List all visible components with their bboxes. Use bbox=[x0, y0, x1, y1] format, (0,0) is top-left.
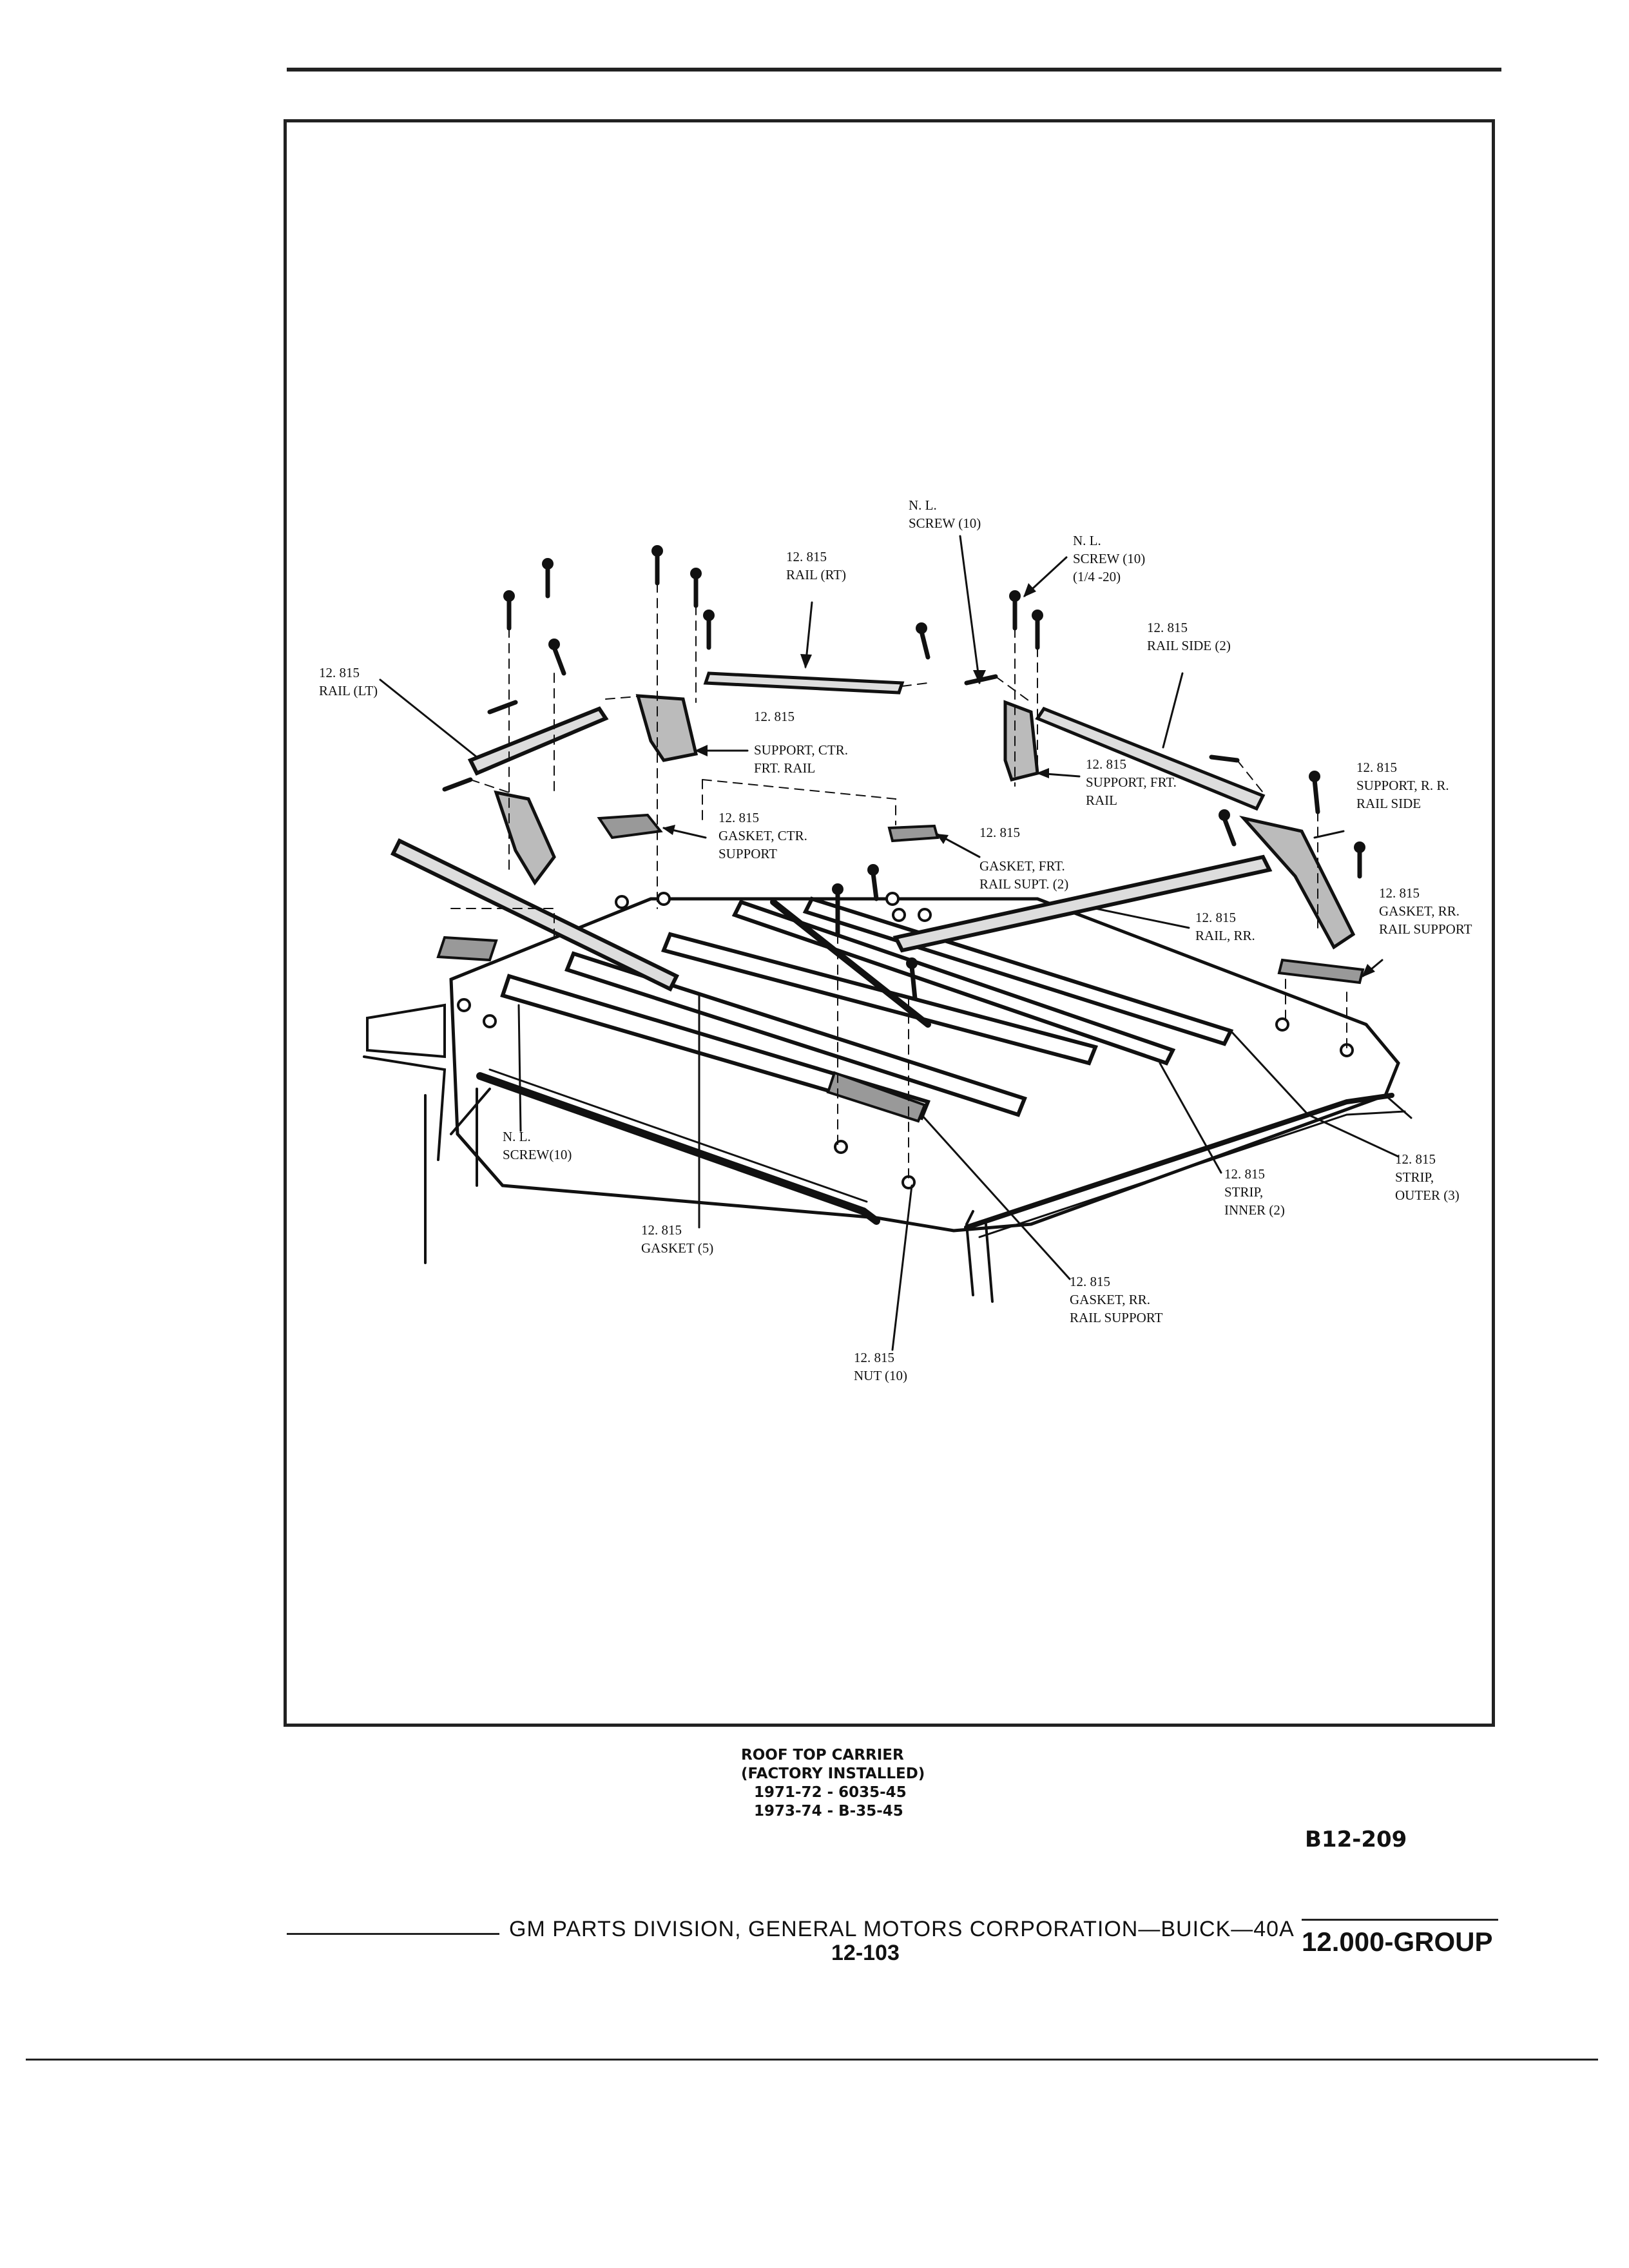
diagram-frame bbox=[284, 119, 1495, 1727]
figure-caption: ROOF TOP CARRIER (FACTORY INSTALLED) 197… bbox=[741, 1746, 1063, 1821]
roof-strips bbox=[500, 896, 1234, 1120]
gasket-rr-right bbox=[1277, 958, 1365, 985]
footer-right-rule bbox=[1302, 1919, 1498, 1921]
footer-left-rule bbox=[287, 1933, 499, 1935]
label-gasket-frt: GASKET, FRT.RAIL SUPT. (2) bbox=[979, 858, 1069, 892]
body-side-left bbox=[363, 1003, 491, 1264]
caption-years-1: 1971-72 - 6035-45 bbox=[754, 1784, 907, 1801]
support-frt bbox=[1003, 700, 1039, 782]
gasket-ctr bbox=[597, 813, 663, 840]
label-support-ctr-number: 12. 815 bbox=[754, 709, 795, 724]
support-left bbox=[494, 790, 556, 886]
rail-side-left bbox=[390, 838, 680, 992]
rail-side-right bbox=[1035, 706, 1266, 811]
label-nl-screw-top: N. L.SCREW (10) bbox=[909, 497, 981, 531]
label-nl-screw-quarter: N. L.SCREW (10)(1/4 -20) bbox=[1073, 533, 1146, 584]
rail-rr bbox=[892, 854, 1273, 953]
caption-years-2: 1973-74 - B-35-45 bbox=[754, 1803, 903, 1820]
gasket-rr-bottom bbox=[826, 1071, 927, 1123]
top-rule bbox=[287, 68, 1501, 72]
gasket-frt bbox=[887, 824, 940, 843]
footer-company: GM PARTS DIVISION, GENERAL MOTORS CORPOR… bbox=[509, 1917, 1295, 1941]
label-support-ctr: SUPPORT, CTR.FRT. RAIL bbox=[754, 742, 848, 776]
caption-title: ROOF TOP CARRIER bbox=[741, 1747, 904, 1763]
figure-code: B12-209 bbox=[1305, 1827, 1407, 1852]
drip-molding-left bbox=[476, 1072, 880, 1225]
page-number: 12-103 bbox=[831, 1941, 900, 1965]
rail-rr-diagonal bbox=[770, 899, 931, 1028]
support-ctr bbox=[635, 694, 699, 762]
label-gasket-frt-number: 12. 815 bbox=[979, 825, 1020, 840]
group-number: 12.000-GROUP bbox=[1302, 1927, 1493, 1957]
support-rr bbox=[1239, 815, 1356, 950]
gasket-left bbox=[436, 936, 498, 962]
roof-panel bbox=[449, 897, 1400, 1233]
rail-lt bbox=[467, 706, 609, 776]
rail-rt bbox=[703, 671, 905, 695]
drip-molding-right bbox=[964, 1093, 1394, 1230]
caption-subtitle: (FACTORY INSTALLED) bbox=[741, 1765, 925, 1782]
bottom-rule bbox=[26, 2059, 1598, 2061]
label-nl-screw-left: N. L.SCREW(10) bbox=[503, 1129, 572, 1162]
